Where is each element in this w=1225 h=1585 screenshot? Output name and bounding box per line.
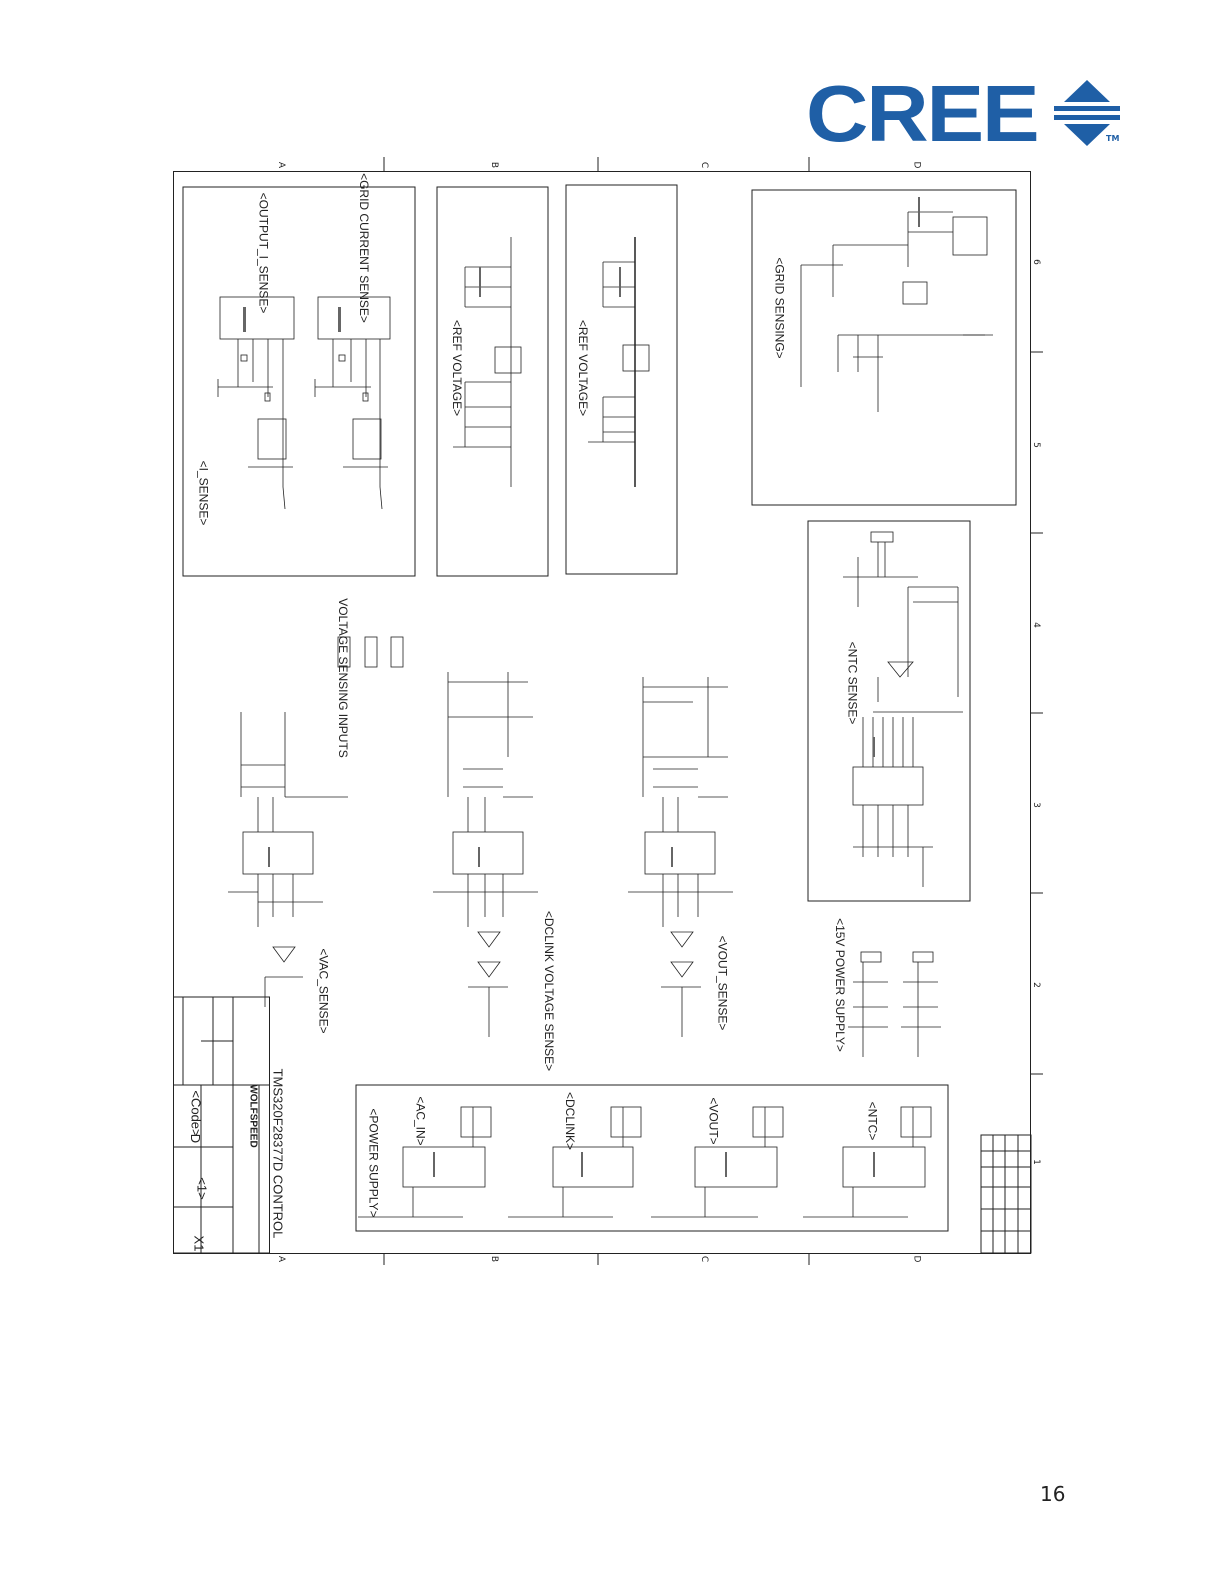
- cree-logo: CREE TM: [806, 69, 1126, 158]
- schematic-sheet: A B C D A B C D 6 5 4 3 2 1 <OUTPUT_I_SE…: [173, 157, 1043, 1265]
- label-dclink-voltage-sense: <DCLINK VOLTAGE SENSE>: [542, 910, 557, 1072]
- title-block-rev: X1: [191, 1235, 207, 1252]
- label-vout-sense: <VOUT_SENSE>: [715, 935, 730, 1031]
- zone-col-c-top: C: [699, 161, 710, 169]
- logo-tm: TM: [1106, 134, 1120, 143]
- logo-chevron-icon: [1054, 80, 1120, 146]
- zone-col-d-top: D: [911, 161, 922, 169]
- zone-row-2: 2: [1030, 982, 1041, 988]
- zone-col-a-top: A: [276, 161, 287, 169]
- label-output-i-sense: <OUTPUT_I_SENSE>: [256, 192, 271, 314]
- label-ntc: <NTC>: [865, 1101, 880, 1141]
- zone-row-4: 4: [1030, 622, 1041, 628]
- title-block-company: WOLFSPEED: [247, 1084, 259, 1148]
- label-dclink: <DCLINK>: [563, 1091, 578, 1151]
- page-number: 16: [1040, 1482, 1066, 1506]
- zone-col-a-bottom: A: [276, 1255, 287, 1263]
- label-grid-current-sense: <GRID CURRENT SENSE>: [356, 173, 371, 323]
- logo-wordmark: CREE: [806, 69, 1040, 158]
- title-block-code: <Code>: [188, 1090, 204, 1137]
- label-ref-voltage-2: <REF VOLTAGE>: [576, 319, 591, 417]
- label-voltage-sensing-inputs: VOLTAGE SENSING INPUTS: [335, 598, 350, 758]
- zone-col-b-top: B: [489, 161, 500, 169]
- title-block-size: D: [188, 1133, 204, 1144]
- label-grid-sensing: <GRID SENSING>: [772, 257, 787, 359]
- zone-col-c-bottom: C: [699, 1255, 710, 1263]
- zone-col-b-bottom: B: [489, 1255, 500, 1263]
- zone-col-d-bottom: D: [911, 1255, 922, 1263]
- label-ref-voltage-1: <REF VOLTAGE>: [450, 319, 465, 417]
- label-ac-in: <AC_IN>: [413, 1096, 428, 1146]
- zone-row-3: 3: [1030, 802, 1041, 808]
- schematic-drawing: [173, 157, 1043, 1265]
- zone-row-6: 6: [1030, 259, 1041, 265]
- zone-row-5: 5: [1030, 442, 1041, 448]
- label-power-supply: <POWER SUPPLY>: [366, 1108, 381, 1218]
- label-vout: <VOUT>: [706, 1097, 721, 1145]
- label-15v-power-supply: <15V POWER SUPPLY>: [832, 918, 847, 1052]
- title-block-title: TMS320F28377D CONTROL: [270, 1068, 286, 1239]
- label-i-sense: <I_SENSE>: [196, 460, 211, 526]
- label-ntc-sense: <NTC SENSE>: [845, 641, 860, 725]
- label-vac-sense: <VAC_SENSE>: [316, 948, 331, 1034]
- zone-row-1: 1: [1030, 1159, 1041, 1165]
- title-block-sheet: <1>: [194, 1177, 210, 1200]
